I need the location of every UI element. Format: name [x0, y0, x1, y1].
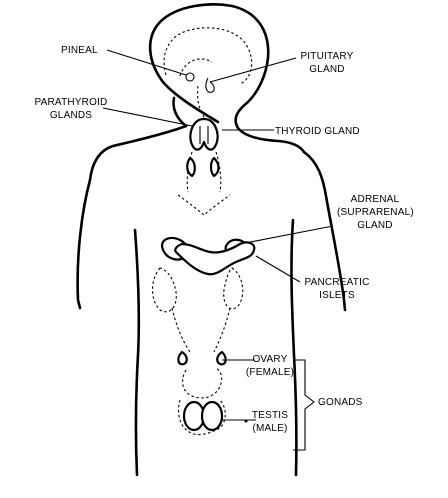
leader-adrenal	[239, 225, 334, 245]
label-ovary-line2: (FEMALE)	[245, 367, 295, 378]
ovary-shapes	[177, 350, 227, 399]
label-testis-line1: TESTIS	[251, 410, 289, 421]
label-adrenal-line3: GLAND	[357, 220, 393, 231]
leader-parathyroid	[102, 107, 193, 127]
label-pancreatic-islets: PANCREATIC ISLETS	[300, 276, 374, 302]
label-adrenal-line2: (SUPRARENAL)	[337, 207, 414, 218]
label-parathyroid-line1: PARATHYROID	[34, 97, 108, 108]
leader-pituitary	[209, 57, 297, 83]
label-pituitary-gland: PITUITARY GLAND	[297, 50, 357, 76]
label-testis: TESTIS (MALE)	[247, 409, 293, 435]
body-outline	[76, 3, 347, 477]
label-adrenal-line1: ADRENAL	[350, 194, 400, 205]
thyroid-gland-shape	[189, 117, 219, 151]
label-pancreatic-line1: PANCREATIC	[304, 277, 370, 288]
label-adrenal-gland: ADRENAL (SUPRARENAL) GLAND	[337, 193, 414, 232]
label-pituitary-line2: GLAND	[309, 64, 345, 75]
testis-shapes	[177, 399, 226, 436]
pancreas-shape	[174, 241, 256, 276]
gonads-bracket	[244, 359, 315, 451]
leader-lines	[102, 49, 334, 421]
label-ovary: OVARY (FEMALE)	[245, 353, 295, 379]
label-parathyroid-line2: GLANDS	[49, 110, 93, 121]
label-gonads: GONADS	[318, 397, 363, 408]
label-thyroid-gland: THYROID GLAND	[275, 126, 360, 137]
leader-pancreatic	[255, 255, 301, 283]
label-pituitary-line1: PITUITARY	[300, 51, 354, 62]
label-ovary-line1: OVARY	[252, 354, 288, 365]
kidneys-dashed	[151, 267, 244, 353]
label-pancreatic-line2: ISLETS	[319, 290, 355, 301]
brain-outline	[163, 27, 253, 121]
label-pineal: PINEAL	[61, 45, 98, 56]
trachea-dashed	[177, 151, 231, 216]
label-testis-line2: (MALE)	[252, 423, 288, 434]
label-parathyroid-glands: PARATHYROID GLANDS	[32, 96, 110, 122]
leader-pineal	[106, 49, 187, 76]
